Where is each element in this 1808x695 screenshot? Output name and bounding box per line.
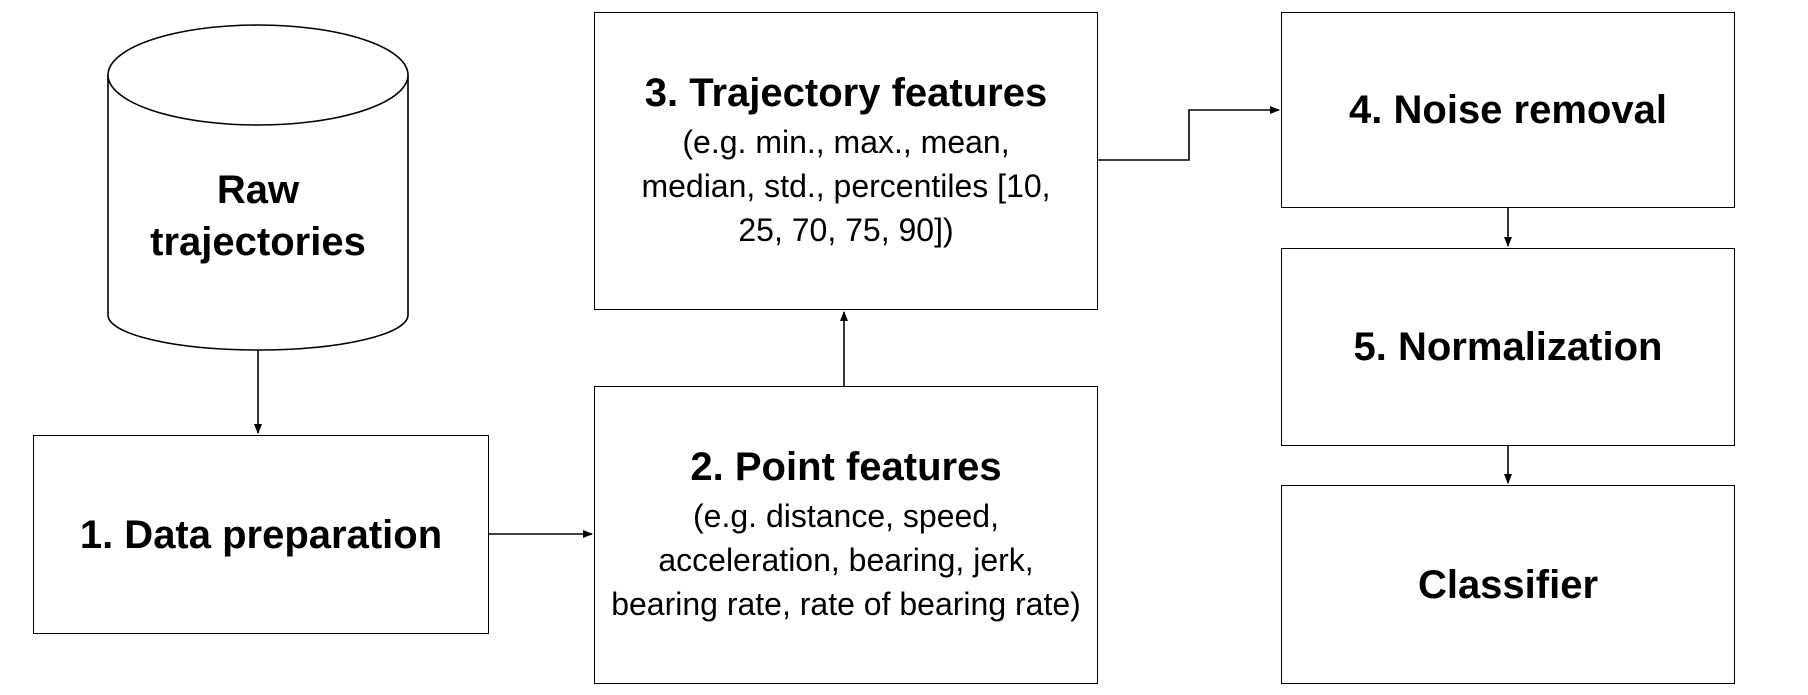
data-preparation-box: 1. Data preparation: [33, 435, 489, 634]
arrow-trajectory-features-to-noise-removal: [1098, 106, 1280, 161]
normalization-title: 5. Normalization: [1353, 325, 1663, 369]
trajectory-features-title: 3. Trajectory features: [644, 71, 1048, 115]
noise-removal-title: 4. Noise removal: [1349, 88, 1667, 132]
data-preparation-title: 1. Data preparation: [79, 512, 443, 557]
point-features-detail: (e.g. distance, speed, acceleration, bea…: [611, 498, 1081, 622]
classifier-box: Classifier: [1281, 485, 1735, 684]
noise-removal-box: 4. Noise removal: [1281, 12, 1735, 208]
trajectory-features-detail: (e.g. min., max., mean, median, std., pe…: [641, 124, 1051, 248]
trajectory-features-box: 3. Trajectory features (e.g. min., max.,…: [594, 12, 1098, 310]
normalization-box: 5. Normalization: [1281, 248, 1735, 446]
point-features-box: 2. Point features (e.g. distance, speed,…: [594, 386, 1098, 684]
database-cylinder-shape: [107, 24, 409, 351]
raw-trajectories-label: Raw trajectories: [150, 168, 366, 264]
point-features-title: 2. Point features: [690, 445, 1002, 489]
classifier-title: Classifier: [1417, 562, 1599, 607]
